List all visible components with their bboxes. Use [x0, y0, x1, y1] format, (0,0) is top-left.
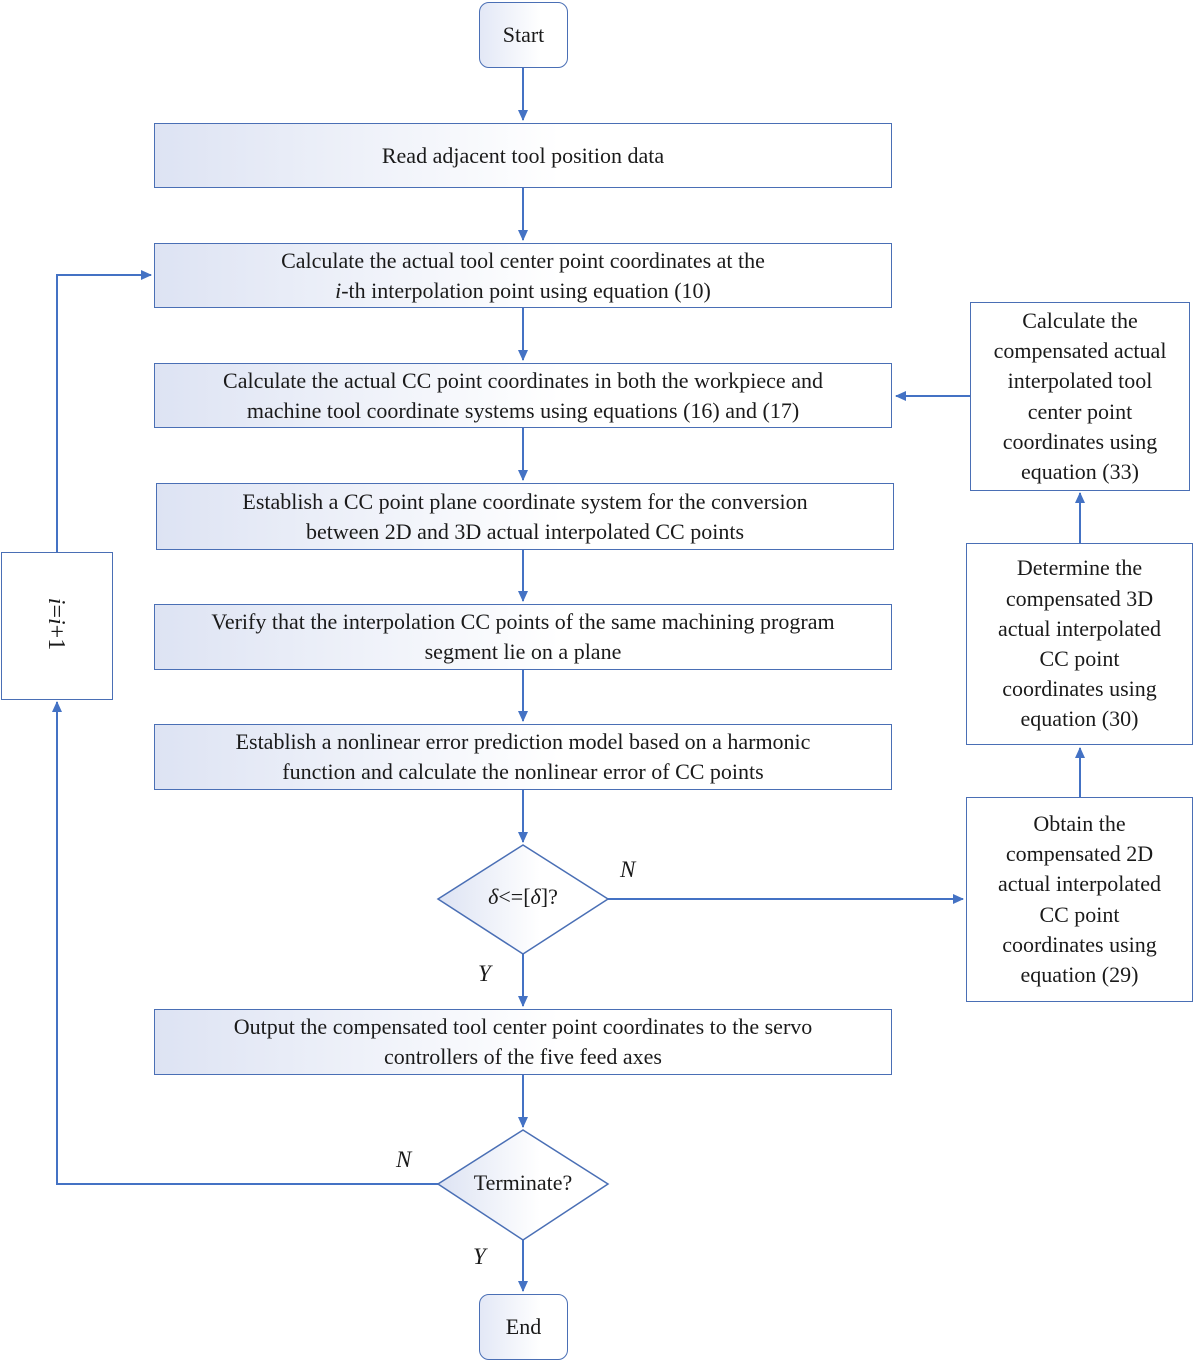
increment-label: i=i+1 [43, 597, 69, 651]
calc-tool-center-index-symbol: i [335, 277, 342, 303]
end-label: End [505, 1314, 542, 1339]
calc-compensated-box: Calculate the compensated actual interpo… [970, 302, 1190, 491]
decision-error-diamond [436, 844, 610, 955]
output-coordinates-label: Output the compensated tool center point… [233, 1014, 813, 1069]
end-node: End [479, 1294, 568, 1360]
error-no-label: N [620, 857, 636, 882]
decision-error-label: δ<=[δ]? [488, 884, 558, 909]
error-model-box: Establish a nonlinear error prediction m… [154, 724, 892, 790]
read-tool-position-box: Read adjacent tool position data [154, 123, 892, 188]
start-label: Start [502, 22, 545, 47]
calc-cc-point-box: Calculate the actual CC point coordinate… [154, 363, 892, 428]
read-tool-position-label: Read adjacent tool position data [381, 142, 665, 168]
obtain-2d-box: Obtain the compensated 2D actual interpo… [966, 797, 1193, 1002]
calc-tool-center-box: Calculate the actual tool center point c… [154, 243, 892, 308]
calc-tool-center-label-line1: Calculate the actual tool center point c… [281, 247, 765, 273]
verify-plane-label: Verify that the interpolation CC points … [211, 609, 835, 664]
edge-terminate-increment [52, 701, 438, 1185]
calc-cc-point-label: Calculate the actual CC point coordinate… [223, 367, 823, 423]
establish-plane-box: Establish a CC point plane coordinate sy… [156, 483, 894, 550]
determine-3d-box: Determine the compensated 3D actual inte… [966, 543, 1193, 745]
decision-terminate-diamond [436, 1129, 610, 1241]
error-model-label: Establish a nonlinear error prediction m… [235, 729, 811, 784]
edge-increment-calc-tcp [56, 270, 152, 552]
output-coordinates-box: Output the compensated tool center point… [154, 1009, 892, 1075]
establish-plane-label: Establish a CC point plane coordinate sy… [242, 488, 808, 544]
terminate-yes-label: Y [473, 1244, 486, 1269]
error-yes-label: Y [478, 961, 491, 986]
start-node: Start [479, 2, 568, 68]
increment-box: i=i+1 [1, 552, 113, 700]
verify-plane-box: Verify that the interpolation CC points … [154, 604, 892, 670]
terminate-no-label: N [396, 1147, 412, 1172]
calc-tool-center-label-line2: -th interpolation point using equation (… [341, 277, 711, 303]
decision-terminate-label: Terminate? [473, 1170, 573, 1195]
